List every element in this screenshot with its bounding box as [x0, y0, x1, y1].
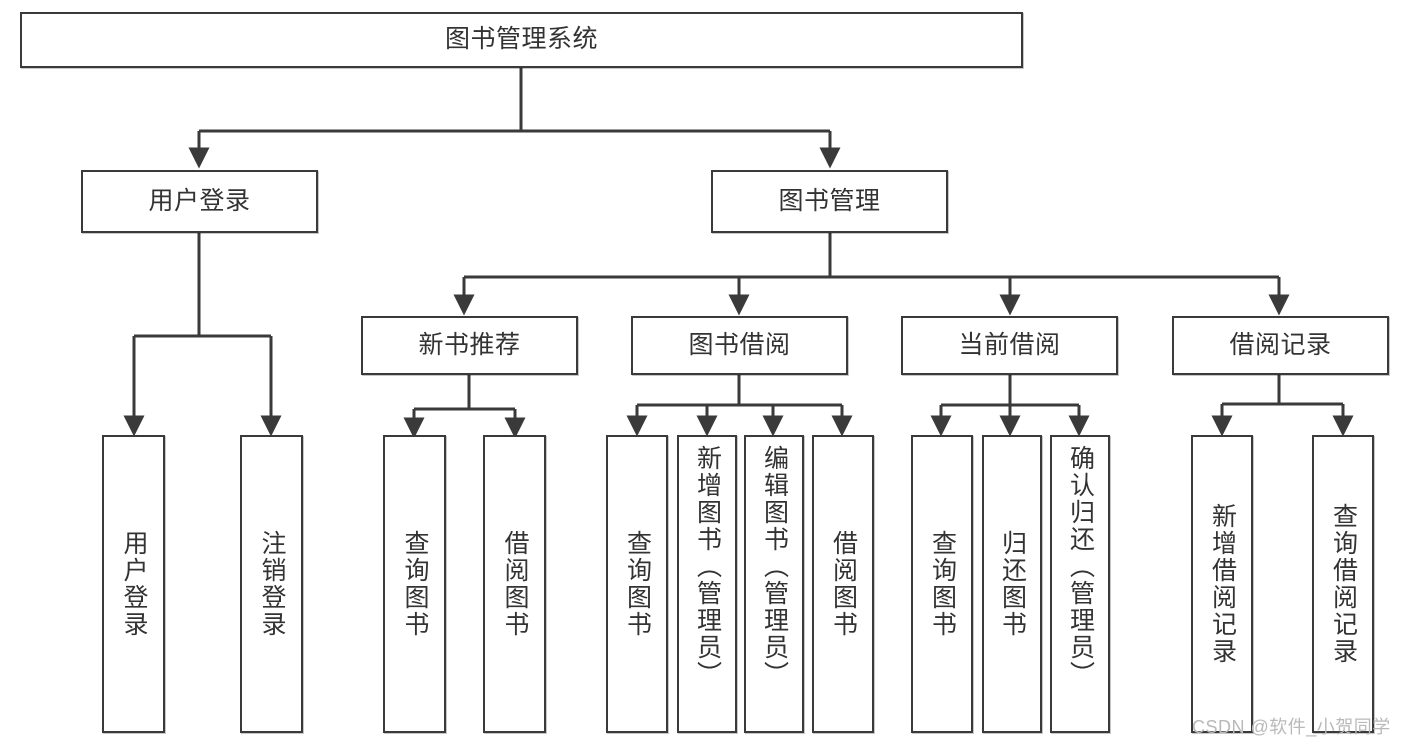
leaf-query-book-borrow[interactable]: 查询图书 [606, 435, 668, 733]
leaf-add-borrow-record[interactable]: 新增借阅记录 [1191, 435, 1253, 733]
node-label: 借阅记录 [1229, 330, 1332, 359]
leaf-query-borrow-record[interactable]: 查询借阅记录 [1312, 435, 1374, 733]
leaf-confirm-return-admin[interactable]: 确认归还（管理员） [1050, 435, 1110, 733]
node-label: 注销登录 [258, 530, 286, 638]
leaf-edit-book-admin[interactable]: 编辑图书（管理员） [744, 435, 804, 733]
leaf-borrow-book-recommend[interactable]: 借阅图书 [483, 435, 546, 733]
node-label: 编辑图书（管理员） [760, 445, 789, 688]
node-label: 确认归还（管理员） [1066, 445, 1095, 688]
node-new-book-recommend[interactable]: 新书推荐 [361, 316, 578, 375]
leaf-add-book-admin[interactable]: 新增图书（管理员） [677, 435, 737, 733]
csdn-watermark: CSDN @软件_小贺同学 [1192, 717, 1391, 737]
node-label: 当前借阅 [958, 330, 1061, 359]
node-label: 借阅图书 [829, 530, 858, 638]
node-label: 新书推荐 [418, 330, 521, 359]
node-label: 查询图书 [401, 530, 429, 638]
leaf-user-logout[interactable]: 注销登录 [240, 435, 303, 733]
node-label: 用户登录 [148, 186, 251, 215]
node-label: 归还图书 [998, 530, 1027, 638]
node-label: 新增借阅记录 [1208, 503, 1237, 665]
node-label: 图书管理系统 [444, 25, 598, 54]
node-borrow-record[interactable]: 借阅记录 [1172, 316, 1389, 375]
node-label: 查询借阅记录 [1329, 503, 1358, 665]
node-label: 图书管理 [778, 186, 881, 215]
leaf-user-login[interactable]: 用户登录 [102, 435, 165, 733]
node-label: 图书借阅 [688, 330, 791, 359]
node-label: 查询图书 [928, 530, 957, 638]
node-label: 借阅图书 [501, 530, 529, 638]
node-label: 查询图书 [623, 530, 652, 638]
node-book-management[interactable]: 图书管理 [711, 170, 948, 233]
node-user-login[interactable]: 用户登录 [81, 170, 318, 233]
node-root-system[interactable]: 图书管理系统 [20, 12, 1023, 68]
node-label: 用户登录 [120, 530, 148, 638]
node-book-borrow[interactable]: 图书借阅 [631, 316, 848, 375]
leaf-query-book-recommend[interactable]: 查询图书 [383, 435, 446, 733]
leaf-query-book-current[interactable]: 查询图书 [911, 435, 973, 733]
leaf-borrow-book[interactable]: 借阅图书 [812, 435, 874, 733]
node-label: 新增图书（管理员） [693, 445, 722, 688]
leaf-return-book[interactable]: 归还图书 [982, 435, 1042, 733]
node-current-borrow[interactable]: 当前借阅 [901, 316, 1118, 375]
